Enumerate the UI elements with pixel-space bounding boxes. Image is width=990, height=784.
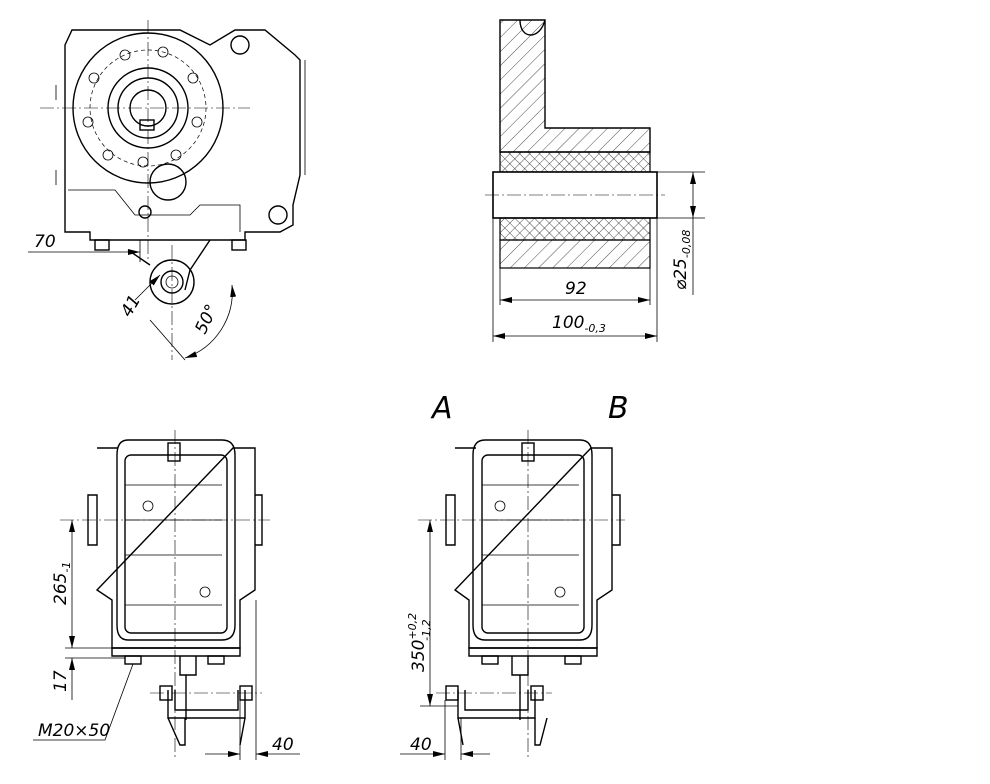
dim-265-label: 265-1 <box>51 562 73 605</box>
bushing-section: ⌀25-0,08 92 100-0,3 <box>485 19 705 342</box>
dim-41-label: 41 <box>117 292 145 321</box>
dim-350-label: 350+0,2-1,2 <box>406 613 433 672</box>
bolt-spec-label: M20×50 <box>38 721 110 741</box>
dim-40-left-label: 40 <box>272 735 294 755</box>
dim-50deg-label: 50° <box>191 301 222 337</box>
dim-100-label: 100-0,3 <box>552 313 606 335</box>
dim-40-right-label: 40 <box>410 735 432 755</box>
dim-d25-label: ⌀25-0,08 <box>671 230 693 290</box>
front-view: 70 41 50° <box>28 20 306 361</box>
dim-17-label: 17 <box>51 670 71 692</box>
dim-92-label: 92 <box>565 279 587 299</box>
view-a: 265-1 17 M20×50 40 <box>33 430 300 760</box>
dim-70-label: 70 <box>34 232 56 252</box>
view-b: 350+0,2-1,2 40 <box>400 430 625 760</box>
view-a-label: A <box>430 391 453 426</box>
view-b-label: B <box>608 391 629 426</box>
